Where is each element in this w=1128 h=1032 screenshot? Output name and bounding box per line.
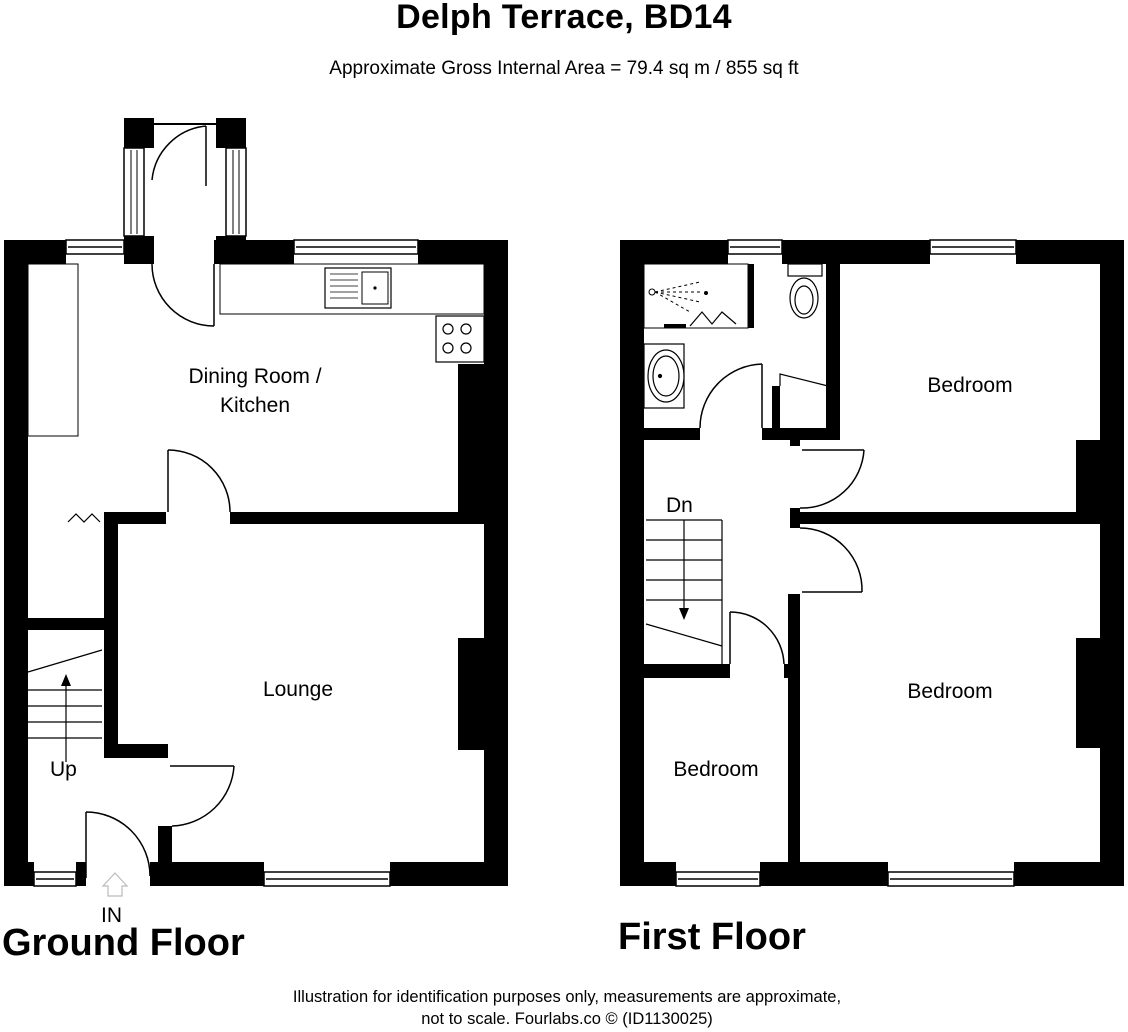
area-subtitle: Approximate Gross Internal Area = 79.4 s… xyxy=(329,58,799,79)
first-outer-walls xyxy=(620,240,1124,886)
first-floor-label: First Floor xyxy=(618,916,806,958)
first-stairs xyxy=(645,519,723,664)
page-title: Delph Terrace, BD14 xyxy=(396,0,732,36)
porch xyxy=(123,118,247,264)
stairs-up-label: Up xyxy=(50,758,77,781)
disclaimer-line2: not to scale. Fourlabs.co © (ID1130025) xyxy=(421,1010,713,1028)
first-floor-plan xyxy=(620,239,1124,887)
room-label-bedroom-rear: Bedroom xyxy=(927,374,1013,397)
ground-internal-walls xyxy=(4,512,484,866)
dining-kitchen-line1: Dining Room / xyxy=(188,365,322,388)
kitchen-units xyxy=(27,263,485,437)
ground-floor-plan xyxy=(4,118,508,897)
ground-outer-walls xyxy=(4,240,508,886)
toilet xyxy=(787,263,823,319)
room-label-bedroom-small: Bedroom xyxy=(673,758,759,781)
basin xyxy=(643,343,685,409)
stairs-down-label: Dn xyxy=(666,494,693,517)
entrance-label: IN xyxy=(101,904,122,927)
shower xyxy=(643,263,749,329)
ground-floor-label: Ground Floor xyxy=(2,922,245,964)
first-internal-walls xyxy=(644,264,1100,886)
disclaimer-line1: Illustration for identification purposes… xyxy=(292,988,842,1006)
ground-stairs xyxy=(27,649,103,762)
dining-kitchen-line2: Kitchen xyxy=(219,394,291,417)
disclaimer: Illustration for identification purposes… xyxy=(0,986,1128,1030)
room-label-lounge: Lounge xyxy=(262,678,334,701)
room-label-bedroom-front: Bedroom xyxy=(907,680,993,703)
room-label-dining-kitchen: Dining Room / Kitchen xyxy=(150,362,360,420)
ground-windows xyxy=(33,239,419,887)
first-windows xyxy=(675,239,1017,887)
